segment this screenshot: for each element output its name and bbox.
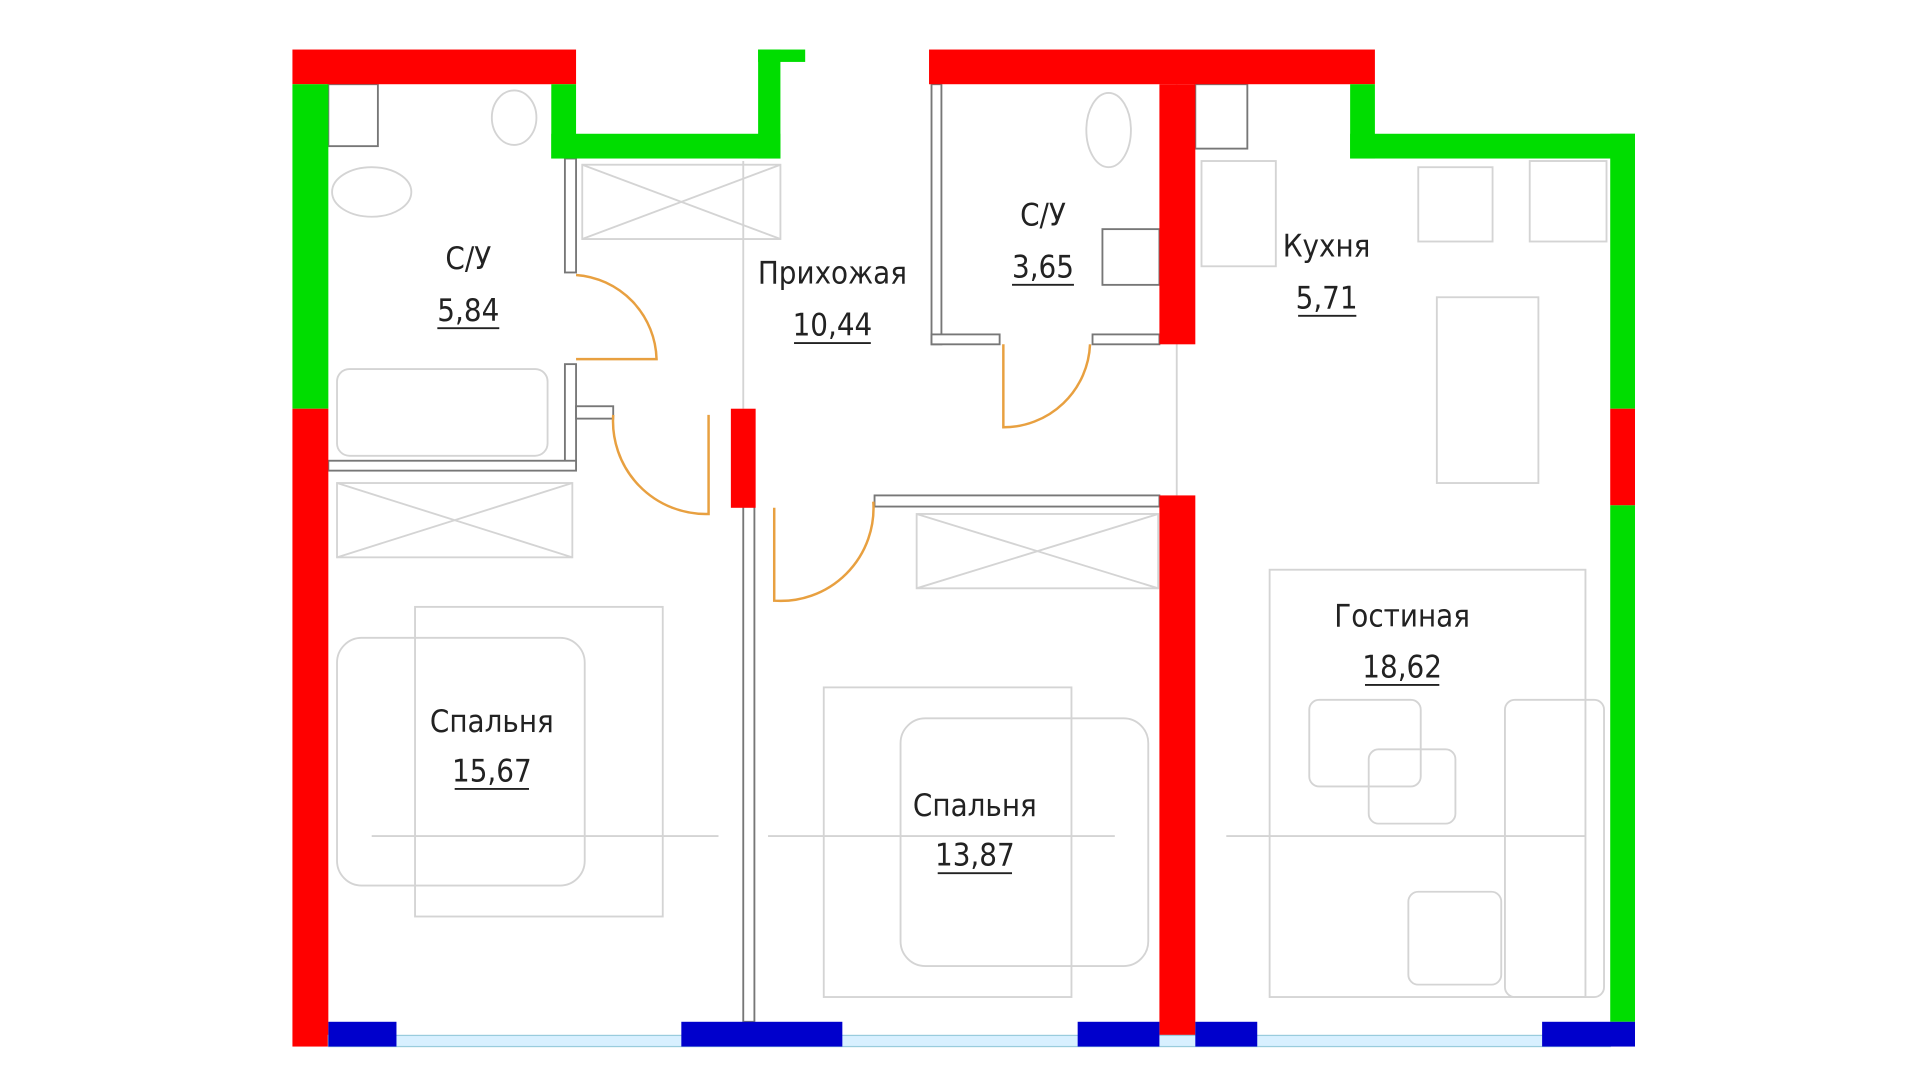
- room-hallway: Прихожая 10,44: [758, 256, 907, 345]
- doors: [575, 273, 1092, 603]
- room-area: 15,67: [452, 754, 532, 790]
- room-bathroom-1: С/У 5,84: [437, 241, 499, 330]
- partitions: [327, 83, 1249, 1023]
- room-name: Прихожая: [758, 256, 907, 292]
- room-area: 10,44: [793, 308, 873, 344]
- room-name: Спальня: [430, 704, 554, 740]
- windows: [327, 1021, 1635, 1048]
- room-bedroom-1: Спальня 15,67: [430, 704, 554, 790]
- room-living: Гостиная 18,62: [1334, 599, 1470, 686]
- furniture: [331, 74, 1608, 998]
- room-area: 13,87: [935, 838, 1015, 874]
- room-area: 3,65: [1012, 249, 1074, 285]
- room-name: С/У: [1020, 197, 1066, 233]
- room-name: С/У: [445, 241, 491, 277]
- walls: [292, 49, 1635, 1047]
- room-kitchen: Кухня 5,71: [1283, 228, 1371, 317]
- room-area: 5,84: [437, 293, 499, 329]
- room-bedroom-2: Спальня 13,87: [913, 788, 1037, 875]
- room-name: Спальня: [913, 788, 1037, 824]
- room-area: 18,62: [1362, 649, 1442, 685]
- room-bathroom-2: С/У 3,65: [1012, 197, 1074, 286]
- room-name: Гостиная: [1334, 599, 1470, 635]
- room-name: Кухня: [1283, 228, 1371, 264]
- room-area: 5,71: [1296, 280, 1358, 316]
